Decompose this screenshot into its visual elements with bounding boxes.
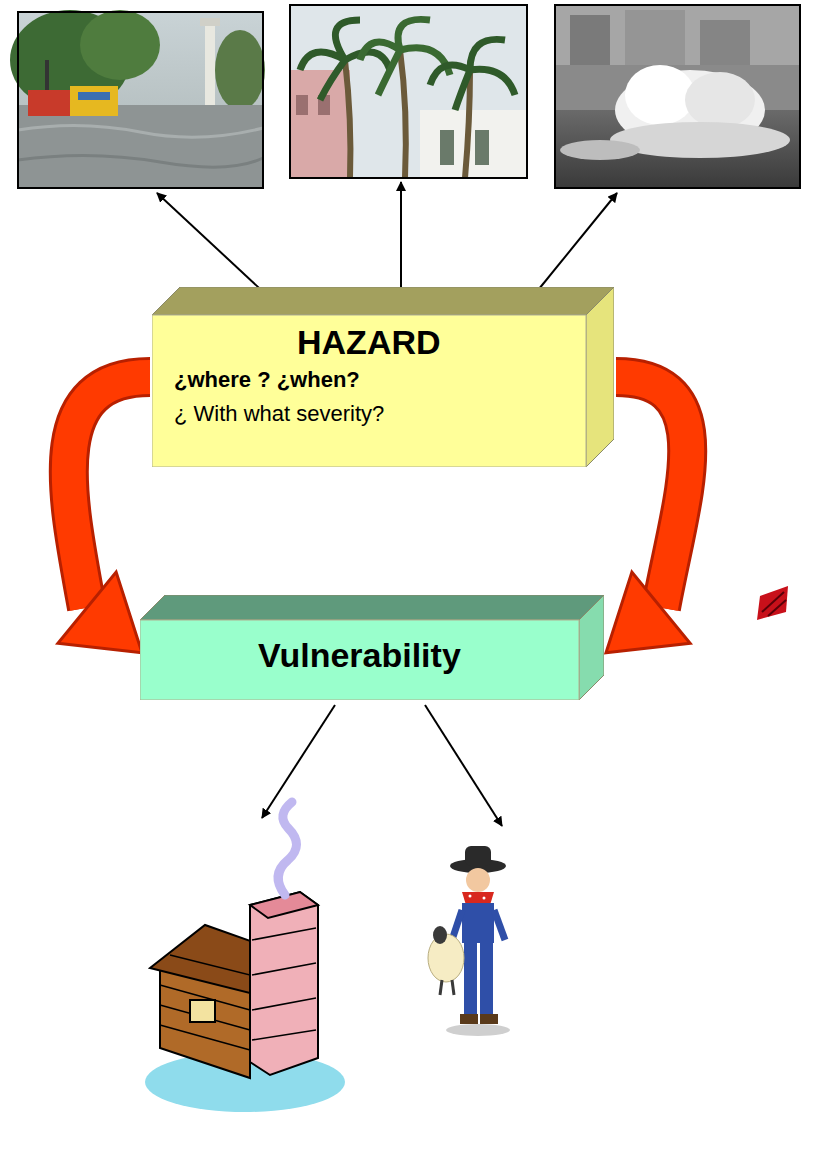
farmer-clipart — [483, 897, 486, 900]
pointer-arrows — [157, 193, 272, 300]
farmer-clipart — [480, 941, 493, 1016]
wind-photo — [420, 110, 527, 178]
wave-photo — [555, 5, 800, 188]
wind-photo — [290, 5, 527, 178]
wave-photo — [625, 10, 685, 65]
curved-arrow — [606, 377, 690, 653]
red-icon — [768, 600, 786, 616]
farmer-clipart — [433, 926, 447, 944]
farmer-clipart — [440, 980, 442, 995]
house-clipart — [145, 802, 345, 1112]
farmer-clipart — [469, 895, 472, 898]
house-clipart — [250, 892, 318, 1075]
arrow-body-edge — [69, 377, 150, 608]
wave-photo — [555, 5, 800, 65]
pointer-arrows — [530, 193, 617, 300]
pointer-arrows — [425, 705, 502, 826]
flood-photo — [80, 10, 160, 80]
red-icon — [757, 586, 788, 620]
wind-photo — [400, 50, 406, 178]
red-icon — [762, 592, 784, 612]
flood-photo — [18, 12, 263, 188]
pointer-arrows — [262, 705, 335, 818]
box-side-face — [586, 287, 614, 467]
flood-photo — [28, 90, 73, 116]
box-front-face — [140, 620, 579, 700]
farmer-clipart — [465, 846, 491, 866]
arrow-head — [606, 572, 690, 653]
wind-photo — [290, 5, 527, 178]
farmer-clipart — [466, 868, 490, 892]
question-line: ¿ With what severity? — [174, 401, 384, 427]
box-side-face — [579, 595, 604, 700]
arrow-head — [58, 572, 142, 653]
box-front-face — [152, 315, 586, 467]
flood-photo — [215, 30, 265, 110]
arrow-body — [69, 377, 150, 608]
pointer-arrows — [400, 182, 402, 300]
farmer-clipart — [460, 1014, 478, 1024]
wind-photo — [440, 130, 454, 165]
flood-photo — [18, 125, 263, 137]
house-clipart — [252, 998, 316, 1010]
farmer-clipart — [428, 846, 510, 1036]
wave-photo — [570, 15, 610, 65]
house-clipart — [252, 1030, 316, 1040]
farmer-clipart — [428, 934, 464, 982]
flood-photo — [78, 92, 110, 100]
box-heading: HAZARD — [297, 323, 441, 362]
pointer-arrows — [157, 182, 617, 826]
wind-photo — [296, 95, 308, 115]
house-clipart — [190, 1000, 215, 1022]
flood-photo — [70, 86, 118, 116]
wind-photo — [360, 19, 450, 95]
flood-photo — [18, 105, 263, 188]
house-clipart — [278, 802, 296, 895]
wind-photo — [345, 60, 350, 178]
vulnerability-box: Vulnerability — [140, 595, 604, 700]
wave-photo — [560, 140, 640, 160]
house-clipart — [252, 963, 316, 975]
red-icon — [757, 586, 788, 620]
house-clipart — [160, 1025, 250, 1050]
flood-photo — [200, 18, 220, 26]
wind-photo — [475, 130, 489, 165]
box-heading: Vulnerability — [258, 636, 461, 675]
wind-photo — [290, 70, 350, 178]
wave-photo — [625, 65, 695, 125]
arrow-body — [616, 377, 687, 608]
farmer-clipart — [452, 910, 462, 940]
box-top-face — [152, 287, 614, 315]
farmer-clipart — [462, 903, 494, 943]
wave-photo — [555, 5, 800, 188]
farmer-clipart — [452, 980, 454, 995]
house-clipart — [252, 928, 316, 940]
curved-arrow — [58, 377, 150, 653]
arrow-body-edge — [616, 377, 687, 608]
wave-photo — [685, 72, 755, 128]
flood-photo — [10, 10, 265, 188]
box-top-face — [140, 595, 604, 620]
house-clipart — [170, 955, 262, 978]
hazard-box: HAZARD ¿where ? ¿when? ¿ With what severit… — [152, 287, 614, 467]
farmer-clipart — [464, 941, 477, 1016]
flood-photo — [205, 20, 215, 110]
wave-photo — [555, 5, 800, 188]
farmer-clipart — [494, 910, 505, 940]
farmer-clipart — [446, 1024, 510, 1036]
wind-photo — [300, 20, 390, 100]
wind-photo — [430, 39, 515, 110]
flood-photo — [18, 155, 263, 167]
farmer-clipart — [480, 1014, 498, 1024]
wind-photo — [290, 5, 527, 178]
question-line: ¿where ? ¿when? — [174, 367, 360, 393]
wave-photo — [700, 20, 750, 65]
